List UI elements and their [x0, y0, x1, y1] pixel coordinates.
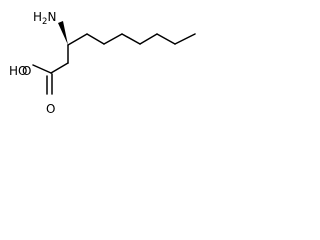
bond-c1-c2 — [50, 62, 69, 74]
wedge-bond-c3-amine — [58, 21, 68, 45]
hydroxyl-label: HO — [9, 64, 27, 78]
bond-c6-c7 — [121, 33, 141, 45]
bond-c7-c8 — [139, 33, 158, 45]
bond-c9-c10 — [174, 33, 196, 45]
bond-c4-c5 — [86, 33, 105, 45]
hydroxyl-oxygen-label: O — [22, 64, 31, 78]
bond-c5-c6 — [103, 33, 123, 45]
molecule-structure: H2N HO O O — [9, 10, 196, 116]
bond-c3-c4 — [67, 33, 88, 46]
carbonyl-oxygen-label: O — [46, 102, 55, 116]
bond-c1-hydroxyl — [32, 64, 52, 74]
amine-label: H2N — [33, 10, 56, 27]
bond-c8-c9 — [156, 33, 176, 45]
